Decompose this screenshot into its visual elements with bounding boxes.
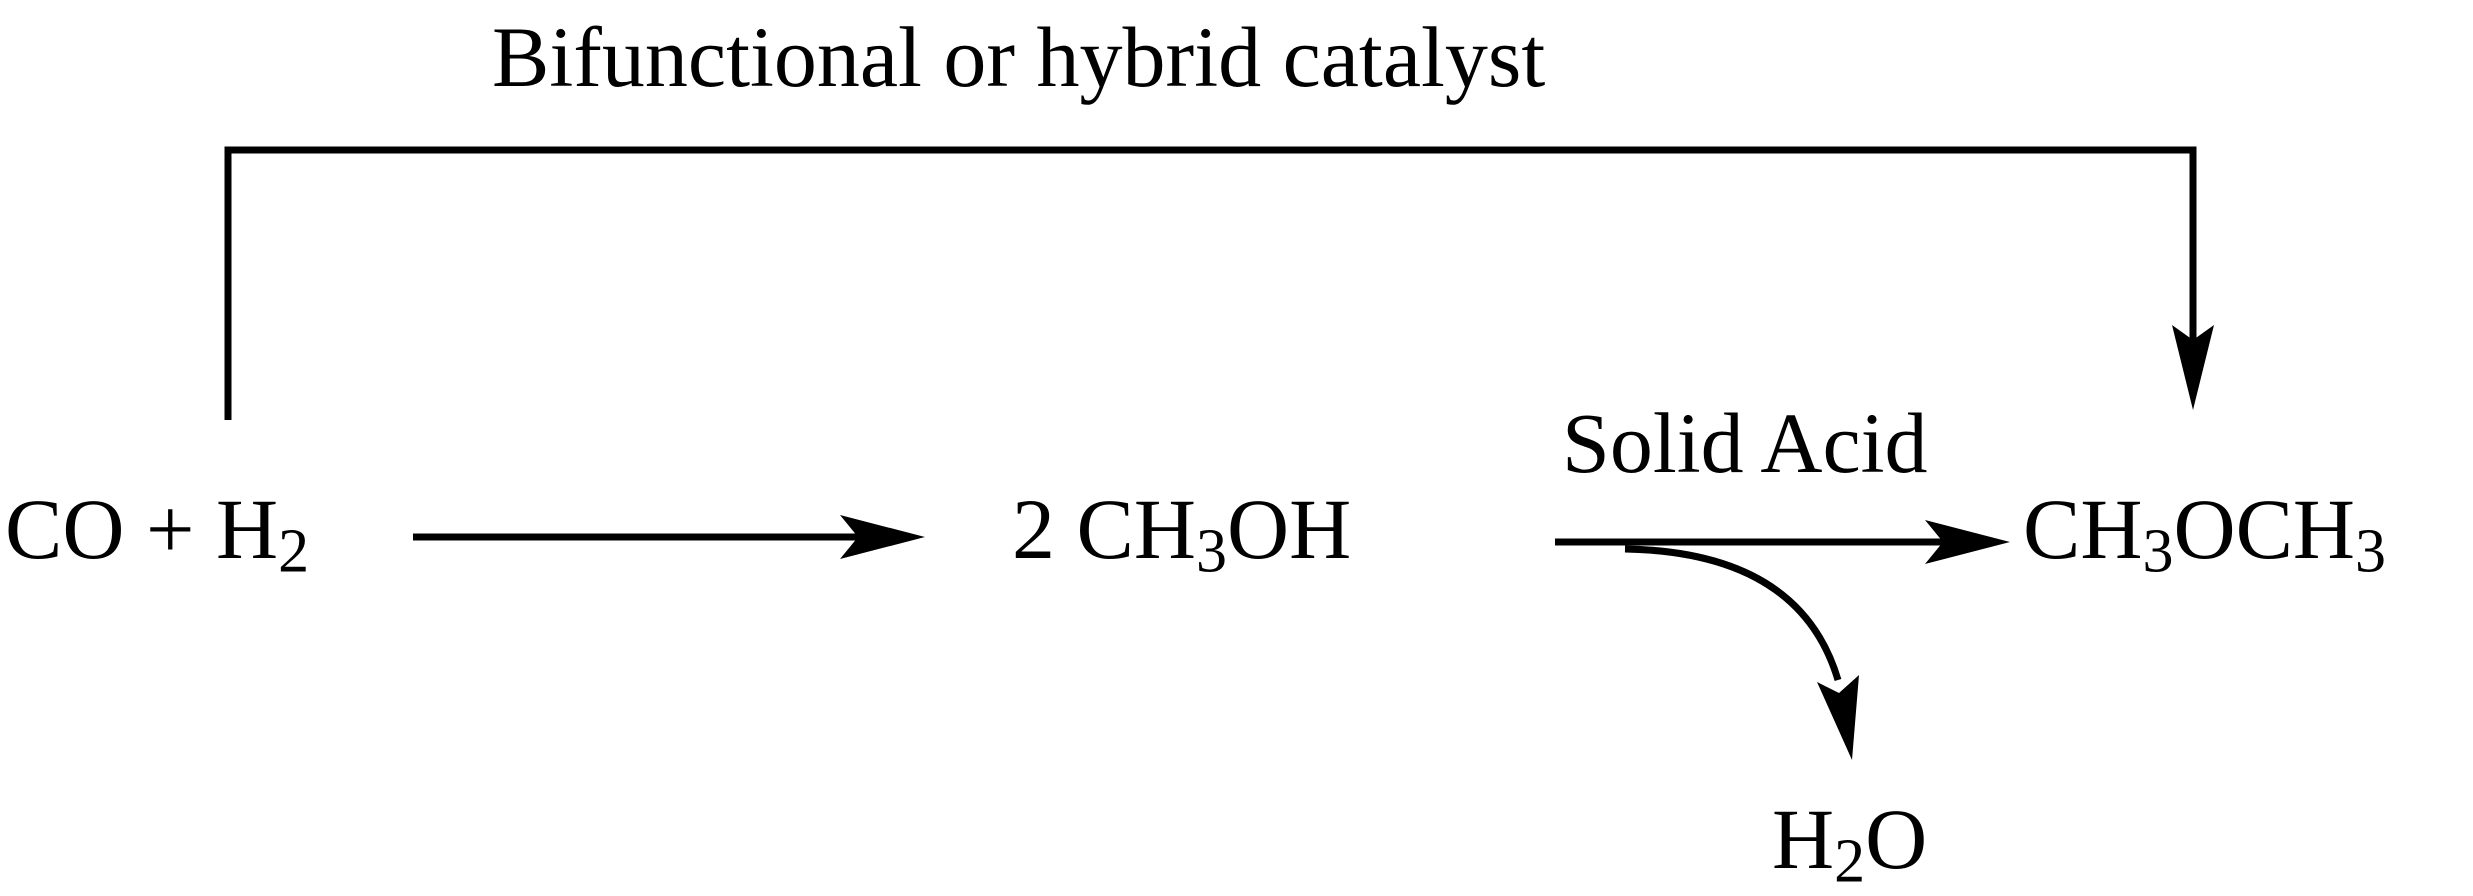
formula-text-part: CH [2023,481,2143,577]
water-branch-arrowhead [1817,675,1859,760]
formula-subscript: 2 [1834,827,1866,896]
bypass-bracket-line [224,146,2197,420]
water-branch-curve [1624,545,1842,681]
methanol-formula: 2 CH3OH [1012,486,1351,583]
step1-arrowhead [840,515,925,559]
formula-text-part: OCH [2173,481,2356,577]
water-formula: H2O [1772,796,1927,893]
formula-text-part: CO + H [5,481,279,577]
formula-subscript: 3 [2355,517,2387,586]
bypass-arrowhead [2172,325,2214,410]
formula-subscript: 3 [2142,517,2174,586]
formula-subscript: 2 [278,517,310,586]
bifunctional-catalyst-label: Bifunctional or hybrid catalyst [492,9,1546,105]
dimethyl-ether-formula: CH3OCH3 [2023,486,2386,583]
reactants-formula: CO + H2 [5,486,309,583]
formula-text-part: O [1865,791,1928,887]
formula-text-part: H [1772,791,1835,887]
step2-arrowhead [1925,520,2010,564]
solid-acid-label: Solid Acid [1562,395,1928,491]
formula-text-part: OH [1226,481,1352,577]
formula-text-part: 2 CH [1012,481,1196,577]
formula-subscript: 3 [1195,517,1227,586]
